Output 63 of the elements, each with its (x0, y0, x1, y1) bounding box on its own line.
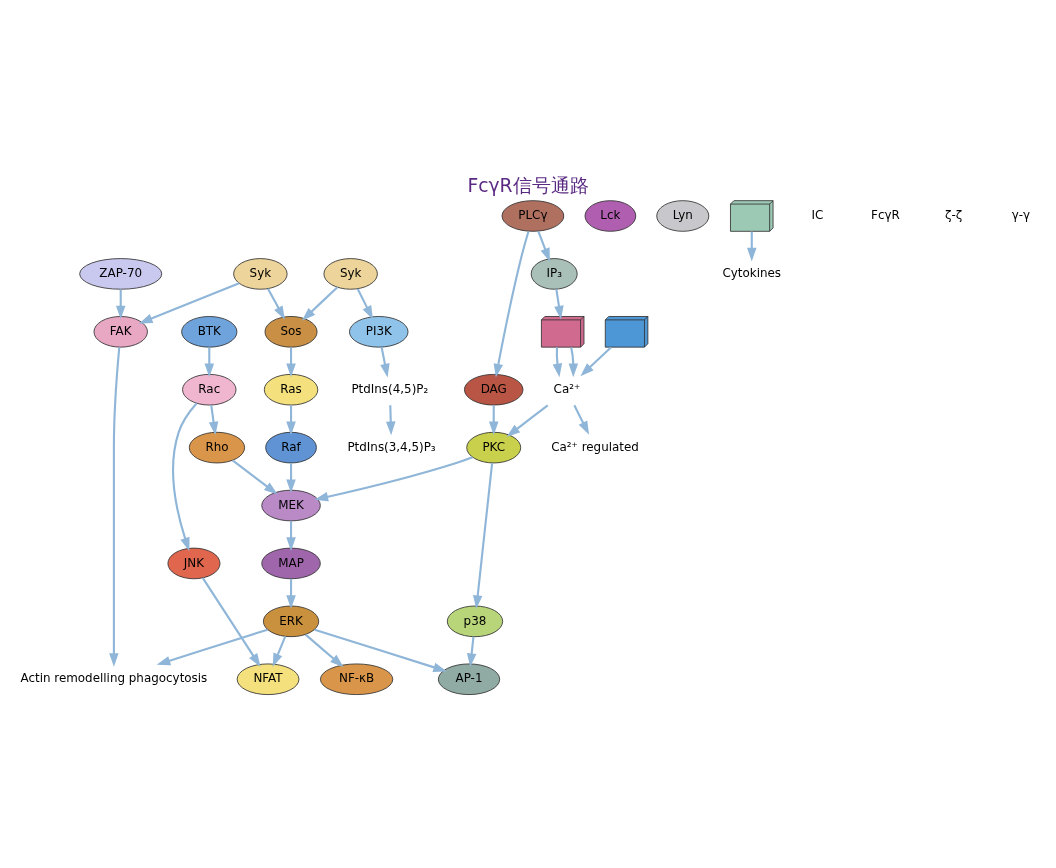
node-ellipse: Syk (233, 258, 288, 290)
diagram-title: FcγR信号通路 (467, 174, 589, 196)
node-ellipse: Lyn (656, 200, 710, 232)
arrow (304, 633, 344, 668)
node-ellipse: NF-κB (320, 663, 394, 695)
arrow (554, 289, 564, 320)
node-ellipse: ERK (262, 605, 320, 638)
arrow (537, 230, 550, 262)
node-ellipse: Ras (263, 373, 319, 406)
node-text: Actin remodelling phagocytosis (20, 671, 208, 686)
node-ellipse: JNK (167, 547, 221, 580)
arrow (272, 636, 287, 668)
arrow (202, 577, 261, 667)
arrow (232, 459, 278, 495)
node-text: PtdIns(4,5)P₂ (351, 381, 429, 396)
arrow (493, 231, 530, 378)
arrow (286, 347, 296, 378)
node-ellipse: BTK (181, 316, 238, 348)
node-ellipse: MAP (261, 547, 321, 580)
arrow (109, 347, 121, 667)
node-ellipse: PKC (466, 431, 522, 464)
node-text: PtdIns(3,4,5)P₃ (347, 439, 436, 454)
arrow (573, 404, 590, 435)
arrow (301, 286, 339, 321)
arrow (552, 347, 563, 378)
arrow (380, 346, 390, 378)
arrow (156, 628, 268, 666)
node-ellipse: IP₃ (530, 258, 578, 290)
node-ellipse: AP-1 (437, 663, 501, 695)
arrow (386, 405, 396, 436)
arrow (506, 404, 549, 437)
arrow (568, 347, 579, 378)
arrow (356, 288, 373, 320)
node-ellipse: Sos (264, 316, 318, 348)
arrow (314, 456, 473, 502)
arrow (204, 347, 215, 378)
label: ζ-ζ (944, 208, 963, 223)
node-ellipse: Rac (182, 373, 237, 406)
arrow (314, 628, 447, 672)
node-ellipse: p38 (446, 605, 504, 638)
node-ellipse: NFAT (236, 663, 300, 695)
node-ellipse: MEK (261, 489, 321, 522)
label: γ-γ (1011, 208, 1031, 223)
node-ellipse: PLCγ (501, 200, 565, 232)
node-ellipse: Rho (188, 431, 246, 464)
label: FcγR (871, 208, 900, 223)
arrow (208, 404, 219, 436)
arrow (472, 463, 494, 610)
node-text: Ca²⁺ (553, 381, 581, 396)
node-ellipse: Lck (584, 200, 637, 232)
arrow (267, 288, 285, 320)
arrow (172, 402, 198, 552)
node-ellipse: PI3K (349, 316, 409, 348)
node-ellipse: FAK (93, 316, 148, 348)
node-text: Ca²⁺ regulated (551, 439, 639, 454)
node-ellipse: ZAP-70 (79, 258, 163, 290)
node-ellipse: Raf (265, 431, 317, 464)
label: IC (811, 208, 824, 223)
arrow (580, 346, 612, 377)
arrow (138, 282, 240, 324)
node-ellipse: Syk (323, 258, 378, 290)
node-text: Cytokines (722, 266, 782, 281)
node-ellipse: DAG (464, 373, 524, 406)
